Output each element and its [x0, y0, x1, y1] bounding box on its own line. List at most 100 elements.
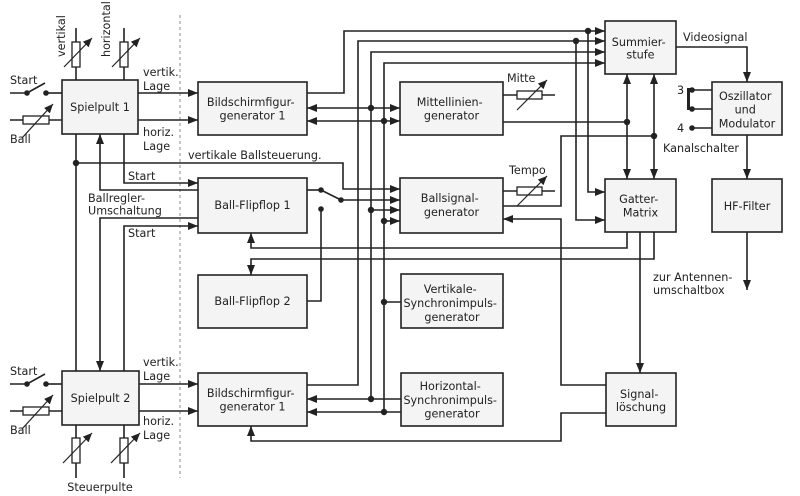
label-line: horiz.: [143, 126, 174, 139]
kanalschalter-switch: [687, 87, 712, 131]
potentiometer-vertikal-2: [62, 425, 93, 478]
label-line: Lage: [143, 429, 170, 442]
block-vertikale-synchronimpuls-generator: Vertikale- Synchronimpuls- generator: [400, 273, 504, 329]
block-label: und: [735, 104, 756, 117]
block-label: generator: [424, 311, 480, 324]
block-hf-filter: HF-Filter: [711, 178, 783, 233]
block-gatter-matrix: Gatter- Matrix: [604, 178, 677, 233]
resistor-icon: [22, 115, 50, 125]
variable-arrow-icon: [21, 394, 54, 430]
label-horiz-lage-2: horiz. Lage: [143, 415, 178, 442]
label-channel-4: 4: [677, 122, 684, 135]
label-vertik-lage-2: vertik. Lage: [143, 356, 182, 383]
block-oszillator-modulator: Oszillator und Modulator: [711, 81, 783, 136]
svg-text:Bildschirmfigur- generat: Bildschirmfigur- generator 1: [207, 96, 298, 123]
label-kanalschalter: Kanalschalter: [663, 142, 739, 155]
block-label: Spielpult 1: [70, 101, 130, 114]
block-label: Mittellinien-: [417, 96, 483, 109]
wire-ballregler-1: [96, 134, 198, 191]
svg-text:Summier- stufe: Summier- stufe: [612, 36, 669, 62]
label-line: umschaltbox: [653, 284, 725, 297]
block-label: Horizontal-: [420, 380, 481, 393]
block-label: Matrix: [623, 207, 659, 220]
start-switch-1: [10, 82, 62, 96]
block-bildschirmfigur-generator-top: Bildschirmfigur- generator 1: [197, 81, 308, 136]
label-ballregler-umschaltung: Ballregler- Umschaltung: [88, 192, 162, 218]
label-line: Lage: [143, 370, 170, 383]
wire-start-ff-2: [123, 222, 198, 371]
label-ball-1: Ball: [10, 133, 31, 146]
block-label: Signal-: [620, 388, 658, 401]
wire-ballsignal-out: [503, 135, 654, 207]
label-channel-3: 3: [677, 84, 684, 97]
block-label: Oszillator: [719, 90, 772, 103]
block-label: Synchronimpuls-: [403, 394, 497, 407]
label-mitte: Mitte: [507, 72, 536, 85]
label-line: horiz.: [143, 415, 174, 428]
potentiometer-horizontal-2: [110, 425, 141, 478]
variable-arrow-icon: [63, 37, 93, 68]
start-switch-2: [10, 373, 62, 387]
block-label: Bildschirmfigur-: [207, 96, 295, 109]
wire-bildschirm-top-to-summierstufe: [307, 27, 605, 94]
ball-potentiometer-2: [10, 394, 62, 430]
label-videosignal: Videosignal: [683, 31, 747, 44]
label-horizontal: horizontal: [100, 1, 113, 57]
resistor-icon: [22, 406, 50, 416]
svg-text:Ball-Flipflop 2: Ball-Flipflop 2: [214, 295, 290, 308]
wire-gatter-to-flipflop-1: [247, 232, 628, 249]
resistor-icon: [119, 437, 129, 464]
label-vertikale-ballsteuerung: vertikale Ballsteuerung.: [188, 149, 322, 162]
block-label: Summier-: [612, 36, 666, 49]
wire-gatter-to-flipflop-2: [247, 232, 655, 275]
block-ballsignal-generator: Ballsignal- generator: [399, 177, 504, 234]
variable-arrow-icon: [110, 432, 141, 464]
variable-arrow-icon: [21, 103, 54, 139]
resistor-icon: [516, 186, 543, 196]
wire-start-ff-1: [123, 134, 198, 187]
block-label: stufe: [626, 49, 654, 62]
potentiometer-tempo: [503, 175, 555, 207]
variable-arrow-icon: [516, 175, 548, 207]
svg-text:Mittellinien- generator: Mittellinien- generator: [417, 96, 487, 123]
wire-to-gatter-b: [575, 41, 605, 224]
wire-bus-a: [370, 48, 605, 399]
svg-text:Horizontal- Synchronimpu: Horizontal- Synchronimpuls- generator: [403, 380, 500, 421]
block-label: Gatter-: [619, 193, 658, 206]
block-spielpult-2: Spielpult 2: [61, 370, 140, 426]
wire-bildschirm-bottom-to-summierstufe: [307, 37, 605, 386]
svg-text:Gatter- Matrix: Gatter- Matrix: [619, 193, 662, 220]
label-line: vertik.: [143, 66, 179, 79]
label-line: Lage: [143, 80, 170, 93]
label-steuerpulte: Steuerpulte: [67, 481, 133, 494]
label-start-ff-2: Start: [128, 227, 156, 240]
svg-text:Signal- löschung: Signal- löschung: [616, 388, 666, 414]
potentiometer-vertikal-1: [63, 28, 93, 80]
potentiometer-horizontal-1: [111, 28, 141, 80]
variable-arrow-icon: [62, 432, 93, 464]
block-ball-flipflop-1: Ball-Flipflop 1: [197, 177, 308, 234]
block-label: generator: [424, 110, 480, 123]
block-label: generator: [424, 206, 480, 219]
svg-text:Ball-Flipflop 1: Ball-Flipflop 1: [214, 199, 290, 212]
block-label: generator 1: [220, 110, 286, 123]
block-label: Ballsignal-: [421, 192, 479, 205]
block-label: Vertikale-: [424, 283, 477, 296]
label-tempo: Tempo: [508, 164, 546, 177]
block-label: Modulator: [719, 118, 776, 131]
block-spielpult-1: Spielpult 1: [61, 79, 139, 135]
block-label: löschung: [616, 401, 666, 414]
label-line: vertik.: [143, 356, 179, 369]
svg-text:Spielpult 2: Spielpult 2: [71, 392, 131, 405]
block-horizontal-synchronimpuls-generator: Horizontal- Synchronimpuls- generator: [400, 372, 504, 427]
wire-ballregler-2: [96, 217, 198, 371]
block-label: Bildschirmfigur-: [207, 387, 295, 400]
block-signalloeschung: Signal- löschung: [605, 372, 677, 427]
wire-signalloeschung-to-bildschirm-bottom: [247, 412, 606, 442]
label-vertik-lage-1: vertik. Lage: [143, 66, 182, 93]
ball-potentiometer-1: [10, 103, 62, 139]
label-zur-antennen-umschaltbox: zur Antennen- umschaltbox: [653, 271, 736, 297]
label-start-ff-1: Start: [128, 170, 156, 183]
block-ball-flipflop-2: Ball-Flipflop 2: [197, 274, 308, 329]
